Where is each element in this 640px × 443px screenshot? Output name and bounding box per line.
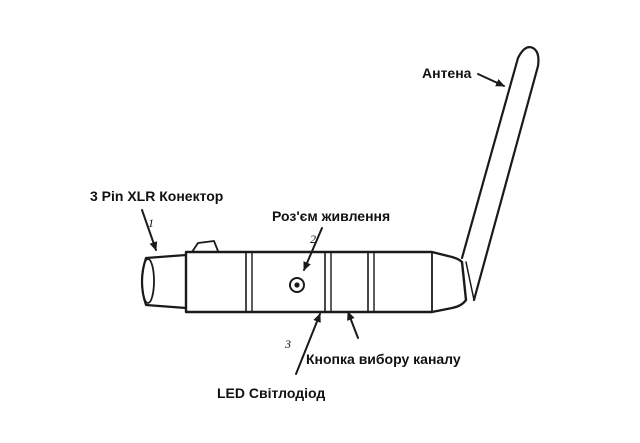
callout-number-2: 2 xyxy=(310,232,316,246)
callout-number-3: 3 xyxy=(284,337,291,351)
callout-arrows xyxy=(141,73,505,375)
xlr-connector-label: 3 Pin XLR Конектор xyxy=(90,188,223,204)
antenna-illustration xyxy=(460,46,540,302)
power-jack-icon xyxy=(289,277,305,293)
callout-number-1: 1 xyxy=(148,216,154,230)
xlr-arrow xyxy=(141,209,158,251)
transmitter-body xyxy=(140,240,468,314)
channel-button-arrow xyxy=(347,311,359,339)
antenna-arrow xyxy=(477,73,505,87)
antenna-label: Антена xyxy=(422,65,472,81)
channel-button-label: Кнопка вибору каналу xyxy=(306,351,461,367)
power-connector-label: Роз'єм живлення xyxy=(272,208,390,224)
led-arrow xyxy=(295,313,321,375)
power-arrow xyxy=(303,227,323,271)
led-label: LED Світлодіод xyxy=(217,385,325,401)
